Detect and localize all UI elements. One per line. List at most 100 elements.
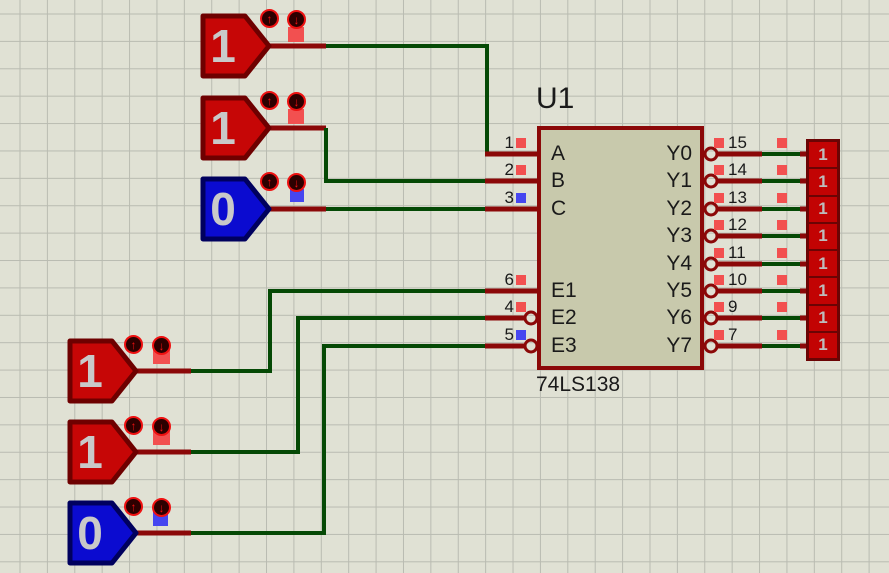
pin-label-y4: Y4	[666, 252, 692, 275]
logic-probe-y4[interactable]: 1	[807, 249, 839, 279]
logicstate-body[interactable]	[200, 95, 272, 161]
wire-state-square-y5	[777, 275, 787, 285]
logic-probe-column: 1 1 1 1 1 1 1 1	[806, 139, 840, 361]
inversion-bubble-icon	[703, 256, 719, 272]
inversion-bubble-icon	[703, 146, 719, 162]
inversion-bubble-icon	[703, 228, 719, 244]
pin-state-square-y1	[714, 165, 724, 175]
pin-label-e1: E1	[551, 279, 577, 302]
inversion-bubble-icon	[703, 201, 719, 217]
up-arrow-icon: ↑	[130, 499, 137, 514]
wire-state-square-y7	[777, 330, 787, 340]
pin-label-y2: Y2	[666, 197, 692, 220]
inversion-bubble-icon	[523, 310, 539, 326]
logicstate-body[interactable]	[67, 500, 139, 566]
toggle-down-button-a[interactable]: ↓	[287, 10, 306, 29]
chip-74ls138[interactable]: A B C E1 E2 E3 Y0 Y1 Y2 Y3 Y4 Y5 Y6 Y7	[537, 126, 704, 370]
pin-label-e3: E3	[551, 334, 577, 357]
pin-label-y1: Y1	[666, 169, 692, 192]
wire-state-square-y1	[777, 165, 787, 175]
pin-state-square-5	[516, 330, 526, 340]
toggle-down-button-e3[interactable]: ↓	[152, 498, 171, 517]
wire-segment	[324, 128, 487, 183]
pin-state-square-y3	[714, 220, 724, 230]
pin-number-4: 4	[504, 297, 514, 316]
toggle-down-button-c[interactable]: ↓	[287, 173, 306, 192]
toggle-up-button-a[interactable]: ↑	[260, 9, 279, 28]
logicstate-input-b[interactable]	[200, 95, 272, 161]
pin-label-y6: Y6	[666, 306, 692, 329]
logic-probe-y5[interactable]: 1	[807, 276, 839, 306]
wire-state-square-y3	[777, 220, 787, 230]
pin-label-y7: Y7	[666, 334, 692, 357]
pin-state-square-y0	[714, 138, 724, 148]
inversion-bubble-icon	[703, 310, 719, 326]
toggle-down-button-e1[interactable]: ↓	[152, 336, 171, 355]
toggle-up-button-e2[interactable]: ↑	[124, 416, 143, 435]
logicstate-input-e1[interactable]	[67, 338, 139, 404]
logic-probe-y6[interactable]: 1	[807, 303, 839, 333]
net-e3-wire	[136, 338, 539, 536]
pin-state-square-6	[516, 275, 526, 285]
pin-number-5: 5	[504, 325, 514, 344]
logic-probe-y7[interactable]: 1	[807, 330, 839, 360]
pin-number-6: 6	[504, 270, 514, 289]
down-arrow-icon: ↓	[158, 500, 165, 515]
pin-label-b: B	[551, 169, 566, 192]
toggle-down-button-e2[interactable]: ↓	[152, 417, 171, 436]
pin-state-square-y6	[714, 302, 724, 312]
toggle-up-button-e1[interactable]: ↑	[124, 335, 143, 354]
down-arrow-icon: ↓	[293, 12, 300, 27]
logic-probe-y2[interactable]: 1	[807, 194, 839, 224]
pin-label-c: C	[551, 197, 567, 220]
toggle-state-square-c	[290, 189, 304, 202]
toggle-up-button-b[interactable]: ↑	[260, 91, 279, 110]
pin-state-square-y7	[714, 330, 724, 340]
net-y0-wire	[703, 146, 810, 162]
wire-segment	[191, 344, 487, 535]
pin-state-square-4	[516, 302, 526, 312]
pin-number-3: 3	[504, 188, 514, 207]
net-y1-wire	[703, 173, 810, 189]
wire-segment	[191, 289, 487, 373]
logicstate-value-a: 1	[210, 20, 236, 72]
pin-label-y3: Y3	[666, 224, 692, 247]
toggle-down-button-b[interactable]: ↓	[287, 92, 306, 111]
logicstate-body[interactable]	[200, 176, 272, 242]
logicstate-body[interactable]	[200, 13, 272, 79]
net-y4-wire	[703, 256, 810, 272]
pin-number-2: 2	[504, 160, 514, 179]
logic-probe-y1[interactable]: 1	[807, 167, 839, 197]
pin-number-15: 15	[728, 133, 747, 152]
logic-probe-y3[interactable]: 1	[807, 221, 839, 251]
pin-state-square-y4	[714, 248, 724, 258]
pin-number-1: 1	[504, 133, 514, 152]
logicstate-value-e1: 1	[77, 345, 103, 397]
toggle-up-button-c[interactable]: ↑	[260, 172, 279, 191]
wire-state-square-y2	[777, 193, 787, 203]
up-arrow-icon: ↑	[266, 11, 273, 26]
logic-probe-y0[interactable]: 1	[807, 140, 839, 170]
logicstate-input-e3[interactable]	[67, 500, 139, 566]
toggle-up-button-e3[interactable]: ↑	[124, 497, 143, 516]
up-arrow-icon: ↑	[266, 93, 273, 108]
logicstate-input-a[interactable]	[200, 13, 272, 79]
up-arrow-icon: ↑	[130, 418, 137, 433]
wire-state-square-y0	[777, 138, 787, 148]
net-a-wire	[270, 43, 539, 157]
pin-number-11: 11	[728, 243, 746, 262]
wire-segment	[326, 44, 489, 154]
pin-label-e2: E2	[551, 306, 577, 329]
logicstate-body[interactable]	[67, 338, 139, 404]
pin-number-10: 10	[728, 270, 747, 289]
logicstate-input-e2[interactable]	[67, 419, 139, 485]
logicstate-value-e2: 1	[77, 426, 103, 478]
inversion-bubble-icon	[523, 338, 539, 354]
logicstate-input-c[interactable]	[200, 176, 272, 242]
down-arrow-icon: ↓	[158, 338, 165, 353]
net-y5-wire	[703, 283, 810, 299]
pin-state-square-y5	[714, 275, 724, 285]
logicstate-body[interactable]	[67, 419, 139, 485]
chip-part-label: 74LS138	[536, 373, 621, 396]
